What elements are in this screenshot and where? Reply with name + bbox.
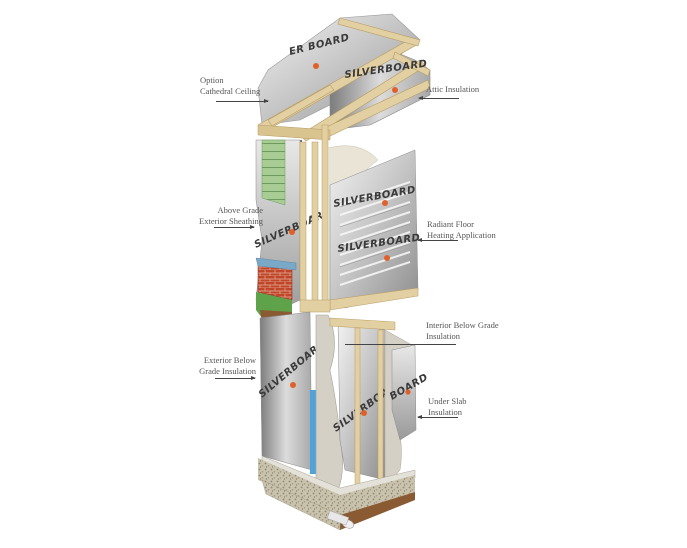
roof-section: ER BOARD SILVERBOARD [257,13,431,160]
arrow-exterior-below-grade [215,376,256,380]
arrow-under-slab [417,415,458,419]
radiant-floor: SILVERBOARD SILVERBOARD [299,145,421,313]
arrow-attic-insulation [418,96,459,100]
label-exterior-below-grade: Exterior Below Grade Insulation [199,355,256,376]
leader-interior-below-grade [345,344,456,345]
label-above-grade-sheathing: Above Grade Exterior Sheathing [199,205,263,226]
label-interior-below-grade: Interior Below Grade Insulation [426,320,499,341]
arrow-above-grade-sheathing [214,225,255,229]
label-under-slab: Under Slab Insulation [428,396,467,417]
above-grade-wall: SILVERBOARD [253,124,334,322]
arrow-radiant-floor-heating [417,238,458,242]
label-cathedral-ceiling: Option Cathedral Ceiling [200,75,261,96]
arrow-cathedral-ceiling [216,99,269,103]
label-attic-insulation: Attic Insulation [426,84,480,94]
basement-section: SILVERBOARD SILVERBOARD BOARD [257,311,430,531]
label-radiant-floor-heating: Radiant Floor Heating Application [427,219,496,240]
